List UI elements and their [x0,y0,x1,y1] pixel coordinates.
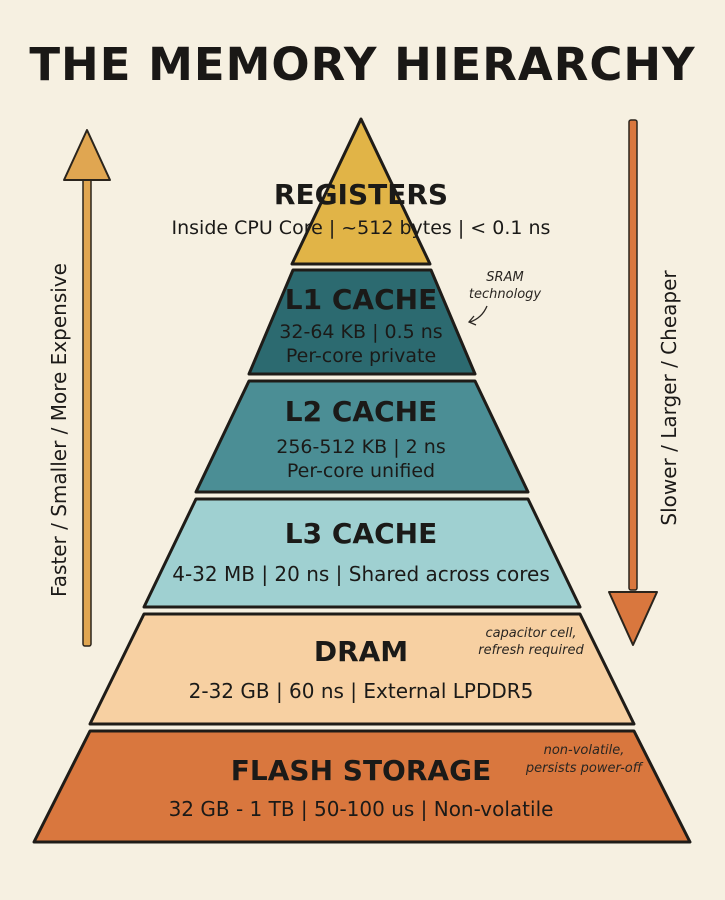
dram-note-line1: capacitor cell, [485,626,576,641]
right-side-label: Slower / Larger / Cheaper [657,270,681,526]
dram-note-line2: refresh required [478,643,584,658]
l1-cache-info-line1: 32-64 KB | 0.5 ns [279,321,442,343]
sram-annotation: SRAM technology [467,270,541,326]
l1-cache-title: L1 CACHE [285,283,437,316]
flash-note-line2: persists power-off [525,761,644,776]
right-down-arrow [608,119,658,646]
tier-l2-cache [194,379,530,494]
sram-note-line1: SRAM [486,270,523,285]
tier-l1-cache [247,268,477,376]
dram-info: 2-32 GB | 60 ns | External LPDDR5 [189,679,534,703]
tier-registers [290,117,432,266]
left-side-label: Faster / Smaller / More Expensive [47,263,71,597]
left-up-arrow [63,129,111,647]
sram-pointer-arrow [469,305,488,323]
dram-title: DRAM [314,635,408,668]
page-title: THE MEMORY HIERARCHY [29,38,696,91]
flash-storage-info: 32 GB - 1 TB | 50-100 us | Non-volatile [169,797,554,821]
flash-note-line1: non-volatile, [544,743,625,758]
l2-cache-title: L2 CACHE [285,395,437,428]
flash-storage-title: FLASH STORAGE [231,754,491,787]
tier-l3-cache [142,497,582,609]
tier-dram [88,612,636,726]
sram-note-line2: technology [469,287,541,302]
tier-flash-storage [32,729,692,844]
l3-cache-info: 4-32 MB | 20 ns | Shared across cores [172,562,550,586]
registers-title: REGISTERS [274,178,448,211]
l2-cache-info-line2: Per-core unified [287,460,435,482]
l2-cache-info-line1: 256-512 KB | 2 ns [276,436,445,458]
l3-cache-title: L3 CACHE [285,517,437,550]
l1-cache-info-line2: Per-core private [286,345,436,367]
registers-info: Inside CPU Core | ~512 bytes | < 0.1 ns [172,217,551,239]
